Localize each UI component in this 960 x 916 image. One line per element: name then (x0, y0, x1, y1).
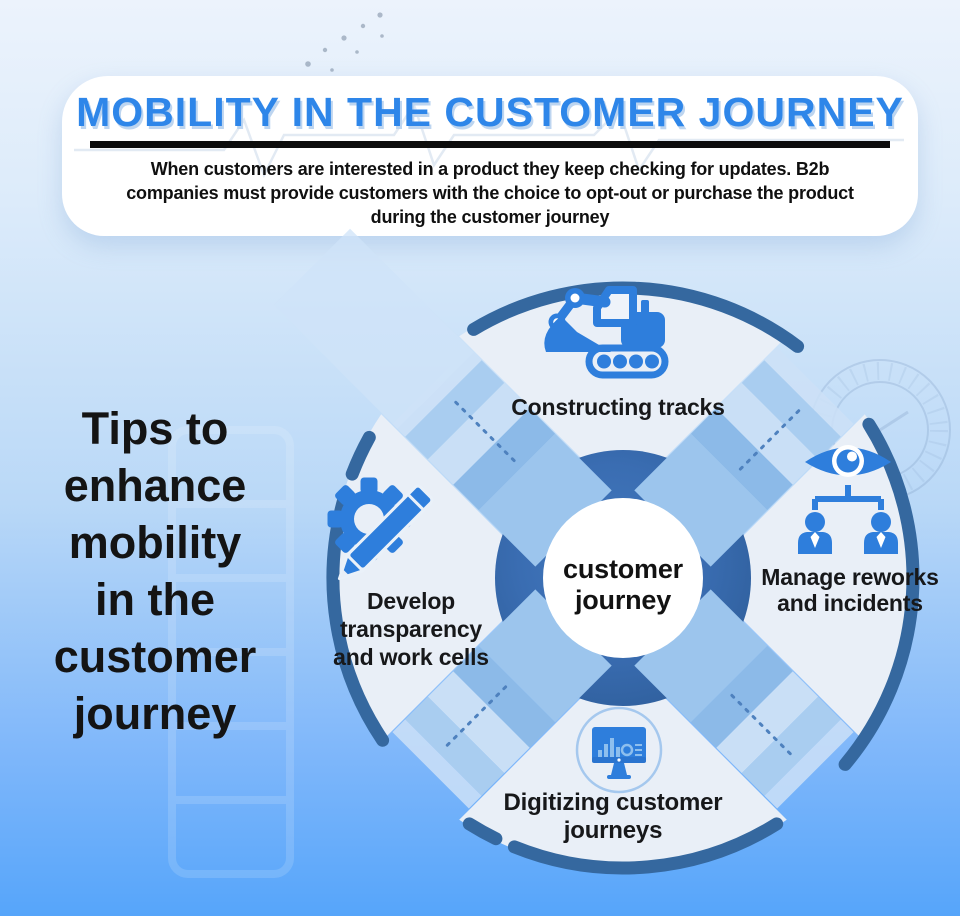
rim-arc-bottom (507, 817, 784, 875)
monitor-analytics-icon (575, 706, 663, 794)
segment-label-develop-transparency: Develop transparency and work cells (333, 588, 489, 670)
rim-arc-left-stub (345, 430, 376, 481)
header-description: When customers are interested in a produ… (126, 159, 854, 227)
pencil-icon (337, 484, 434, 581)
center-hub (543, 498, 703, 658)
segment-label-constructing-tracks: Constructing tracks (511, 394, 725, 420)
heartbeat-line-decoration (74, 102, 904, 179)
rim-arcs (326, 281, 920, 875)
rim-arc-left (326, 491, 390, 747)
diagonal-bands (273, 228, 856, 811)
page-title: MOBILITY IN THE CUSTOMER JOURNEY (76, 89, 904, 135)
segment-label-digitizing-journeys: Digitizing customer journeys (503, 789, 723, 844)
rim-arc-bottom-stub (462, 817, 503, 846)
center-hub-label: customer journey (563, 554, 683, 615)
person-icon (864, 512, 898, 554)
eye-supervision-icon (798, 445, 898, 554)
excavator-icon (544, 286, 669, 379)
person-icon (798, 512, 832, 554)
title-underline (90, 141, 890, 148)
segment-label-manage-reworks: Manage reworks and incidents (761, 564, 939, 616)
tips-heading: Tips to enhance mobility in the customer… (53, 403, 257, 739)
header-banner: MOBILITY IN THE CUSTOMER JOURNEY When cu… (62, 76, 918, 236)
customer-journey-wheel (273, 228, 951, 875)
rim-arc-right (838, 417, 920, 771)
gear-pencil-icon (327, 477, 434, 581)
rim-arc-top (467, 281, 805, 353)
